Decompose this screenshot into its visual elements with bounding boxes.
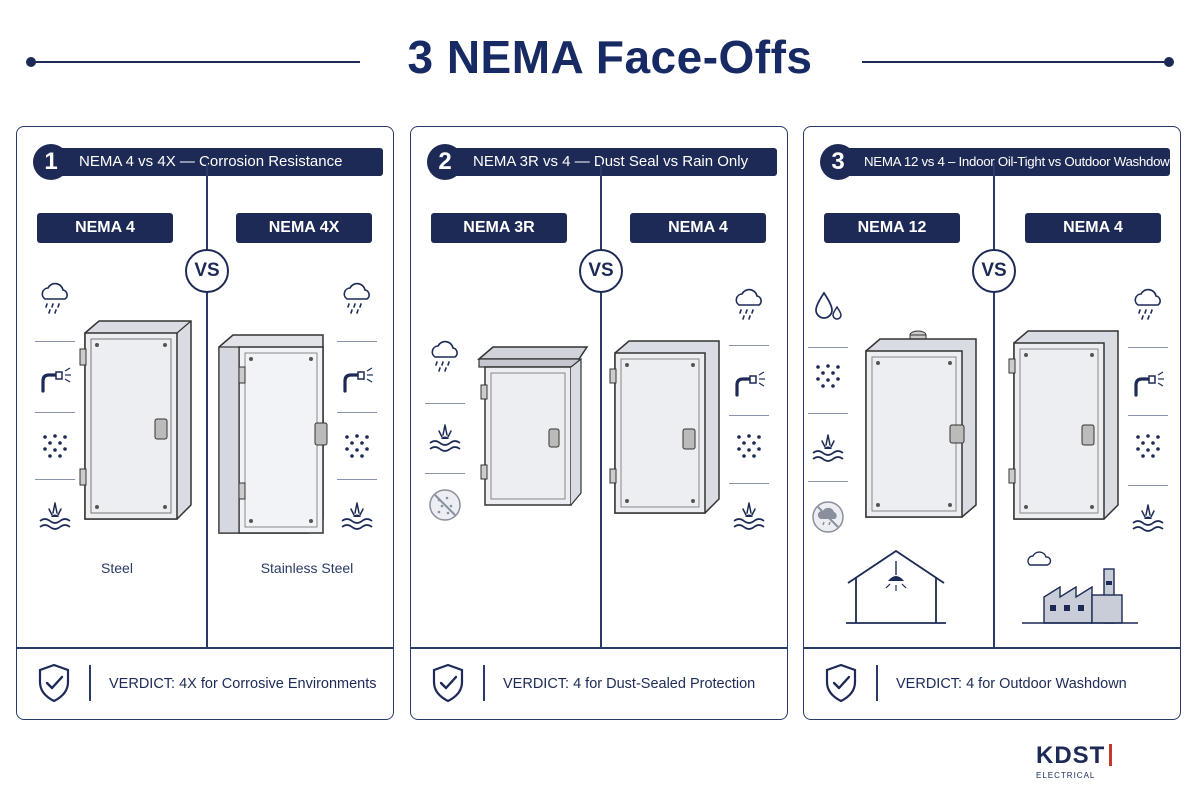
title-dot-right bbox=[1164, 57, 1174, 67]
icon-separator bbox=[729, 345, 769, 346]
hose-spray-icon bbox=[337, 357, 377, 397]
panel-2: 2 NEMA 3R vs 4 — Dust Seal vs Rain Only … bbox=[410, 126, 788, 720]
icon-separator bbox=[35, 412, 75, 413]
indoor-building-icon bbox=[846, 549, 946, 624]
title-line-left bbox=[30, 61, 360, 63]
panel-heading: NEMA 4 vs 4X — Corrosion Resistance bbox=[51, 148, 383, 176]
panel-number: 1 bbox=[33, 144, 69, 180]
panel-heading: NEMA 3R vs 4 — Dust Seal vs Rain Only bbox=[445, 148, 777, 176]
right-label: NEMA 4 bbox=[630, 213, 766, 243]
vs-badge: VS bbox=[972, 249, 1016, 293]
verdict-separator bbox=[411, 647, 787, 649]
brand-name: KDST bbox=[1036, 742, 1106, 769]
rain-cloud-icon bbox=[1128, 285, 1168, 325]
dust-dots-icon bbox=[729, 425, 769, 465]
verdict-separator bbox=[17, 647, 393, 649]
icon-separator bbox=[729, 415, 769, 416]
icon-separator bbox=[337, 341, 377, 342]
icon-separator bbox=[337, 479, 377, 480]
icon-separator bbox=[1128, 347, 1168, 348]
icon-separator bbox=[808, 347, 848, 348]
panel-header: 1 NEMA 4 vs 4X — Corrosion Resistance bbox=[33, 144, 383, 180]
icon-separator bbox=[808, 481, 848, 482]
icon-separator bbox=[35, 479, 75, 480]
dust-dots-icon bbox=[808, 355, 848, 395]
brand-tagline: ELECTRICAL bbox=[1036, 771, 1096, 780]
splash-water-icon bbox=[35, 495, 75, 535]
dust-dots-icon bbox=[337, 425, 377, 465]
splash-water-icon bbox=[1128, 497, 1168, 537]
icon-separator bbox=[425, 473, 465, 474]
left-material: Steel bbox=[101, 560, 133, 576]
icon-separator bbox=[729, 483, 769, 484]
hose-spray-icon bbox=[729, 361, 769, 401]
brand-accent-bar bbox=[1109, 744, 1113, 766]
right-label: NEMA 4X bbox=[236, 213, 372, 243]
right-material: Stainless Steel bbox=[260, 560, 354, 576]
panel-number: 3 bbox=[820, 144, 856, 180]
no-rain-icon bbox=[808, 497, 848, 537]
title-line-right bbox=[862, 61, 1170, 63]
dust-dots-icon bbox=[1128, 425, 1168, 465]
verdict-divider bbox=[89, 665, 91, 701]
steel-enclosure-icon bbox=[79, 320, 192, 520]
verdict-divider bbox=[876, 665, 878, 701]
icon-separator bbox=[1128, 485, 1168, 486]
left-label: NEMA 4 bbox=[37, 213, 173, 243]
right-label: NEMA 4 bbox=[1025, 213, 1161, 243]
vs-divider bbox=[206, 163, 208, 647]
rain-cloud-icon bbox=[729, 285, 769, 325]
panel-header: 3 NEMA 12 vs 4 – Indoor Oil-Tight vs Out… bbox=[820, 144, 1170, 180]
dust-dots-icon bbox=[35, 425, 75, 465]
icon-separator bbox=[35, 341, 75, 342]
vs-divider bbox=[600, 163, 602, 647]
splash-water-icon bbox=[808, 427, 848, 467]
shield-check-icon bbox=[431, 663, 465, 703]
verdict-text: VERDICT: 4 for Dust-Sealed Protection bbox=[503, 676, 756, 692]
hose-spray-icon bbox=[1128, 361, 1168, 401]
splash-water-icon bbox=[337, 495, 377, 535]
vs-badge: VS bbox=[185, 249, 229, 293]
rain-cloud-icon bbox=[337, 279, 377, 319]
panel-header: 2 NEMA 3R vs 4 — Dust Seal vs Rain Only bbox=[427, 144, 777, 180]
verdict-divider bbox=[483, 665, 485, 701]
page-title: 3 NEMA Face-Offs bbox=[407, 31, 813, 83]
panel-heading: NEMA 12 vs 4 – Indoor Oil-Tight vs Outdo… bbox=[838, 148, 1170, 176]
verdict-text: VERDICT: 4 for Outdoor Washdown bbox=[896, 676, 1127, 692]
outdor-factory-icon bbox=[1022, 551, 1138, 624]
panel-1: 1 NEMA 4 vs 4X — Corrosion Resistance VS… bbox=[16, 126, 394, 720]
nema-4-enclosure-icon bbox=[1008, 330, 1119, 520]
oil-drops-icon bbox=[808, 287, 848, 327]
hose-spray-icon bbox=[35, 357, 75, 397]
left-label: NEMA 3R bbox=[431, 213, 567, 243]
no-dust-icon bbox=[425, 485, 465, 525]
icon-separator bbox=[337, 412, 377, 413]
rain-cloud-icon bbox=[35, 279, 75, 319]
verdict-separator bbox=[804, 647, 1180, 649]
shield-check-icon bbox=[37, 663, 71, 703]
nema-12-enclosure-icon bbox=[865, 330, 977, 518]
icon-separator bbox=[1128, 415, 1168, 416]
splash-water-icon bbox=[425, 417, 465, 457]
shield-check-icon bbox=[824, 663, 858, 703]
vs-badge: VS bbox=[579, 249, 623, 293]
brand-logo: KDST ELECTRICAL bbox=[1036, 742, 1113, 780]
verdict-text: VERDICT: 4X for Corrosive Environments bbox=[109, 676, 377, 692]
title-row: 3 NEMA Face-Offs bbox=[0, 0, 1200, 110]
splash-water-icon bbox=[729, 495, 769, 535]
icon-separator bbox=[425, 403, 465, 404]
rain-cloud-icon bbox=[425, 337, 465, 377]
stainless-enclosure-icon bbox=[218, 334, 328, 534]
panel-3: 3 NEMA 12 vs 4 – Indoor Oil-Tight vs Out… bbox=[803, 126, 1181, 720]
panel-number: 2 bbox=[427, 144, 463, 180]
icon-separator bbox=[808, 413, 848, 414]
left-label: NEMA 12 bbox=[824, 213, 960, 243]
nema-3r-enclosure-icon bbox=[477, 346, 589, 506]
nema-4-enclosure-icon bbox=[609, 340, 720, 514]
vs-divider bbox=[993, 163, 995, 647]
